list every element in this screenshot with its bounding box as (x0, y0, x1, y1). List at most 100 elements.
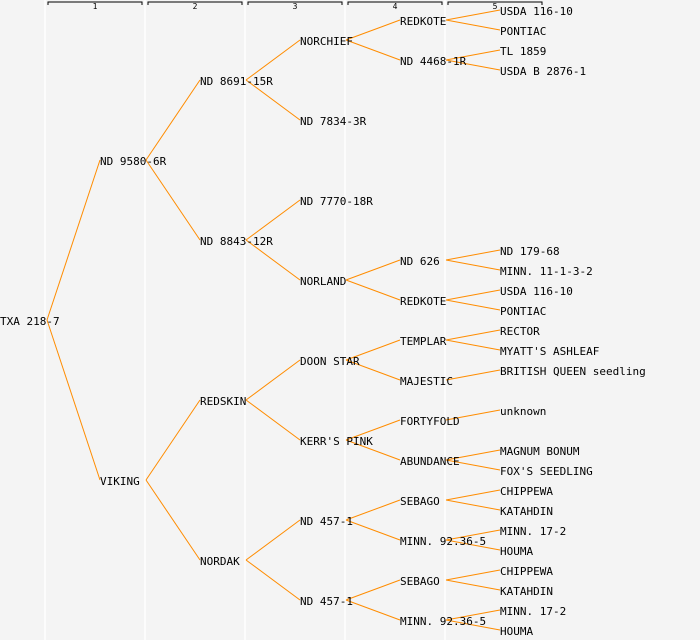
pedigree-link (445, 449, 501, 461)
pedigree-link (145, 479, 201, 561)
column-bracket (247, 1, 343, 5)
column-bracket (347, 1, 443, 5)
pedigree-node[interactable]: TL 1859 (500, 45, 546, 58)
pedigree-link (445, 489, 501, 501)
column-header: 1 (93, 2, 98, 11)
pedigree-node[interactable]: ND 7770-18R (300, 195, 373, 208)
pedigree-link (445, 569, 501, 581)
pedigree-link (445, 619, 501, 631)
pedigree-link (345, 419, 401, 441)
pedigree-node[interactable]: NORDAK (200, 555, 240, 568)
pedigree-link (445, 299, 501, 311)
pedigree-link (345, 279, 401, 301)
pedigree-node[interactable]: RECTOR (500, 325, 540, 338)
pedigree-node[interactable]: ABUNDANCE (400, 455, 460, 468)
pedigree-node[interactable]: BRITISH QUEEN seedling (500, 365, 646, 378)
pedigree-node[interactable]: ND 457-1 (300, 515, 353, 528)
pedigree-node[interactable]: ND 7834-3R (300, 115, 367, 128)
pedigree-node[interactable]: PONTIAC (500, 25, 546, 38)
pedigree-node[interactable]: USDA 116-10 (500, 285, 573, 298)
pedigree-link (345, 599, 401, 621)
pedigree-link (445, 329, 501, 341)
pedigree-node[interactable]: SEBAGO (400, 575, 440, 588)
pedigree-node[interactable]: NORLAND (300, 275, 346, 288)
column-bracket (447, 1, 543, 5)
pedigree-node[interactable]: VIKING (100, 475, 140, 488)
pedigree-node[interactable]: DOON STAR (300, 355, 360, 368)
pedigree-node[interactable]: PONTIAC (500, 305, 546, 318)
pedigree-node[interactable]: ND 4468-1R (400, 55, 467, 68)
pedigree-link (145, 79, 201, 161)
pedigree-links (46, 9, 501, 631)
pedigree-link (445, 339, 501, 351)
pedigree-link (445, 609, 501, 621)
pedigree-node[interactable]: REDKOTE (400, 295, 446, 308)
pedigree-node[interactable]: MAGNUM BONUM (500, 445, 580, 458)
pedigree-link (445, 369, 501, 381)
pedigree-link (445, 539, 501, 551)
pedigree-link (345, 579, 401, 601)
pedigree-node[interactable]: HOUMA (500, 545, 533, 558)
pedigree-node[interactable]: NORCHIEF (300, 35, 353, 48)
pedigree-link (245, 559, 301, 601)
pedigree-node[interactable]: USDA B 2876-1 (500, 65, 586, 78)
pedigree-node[interactable]: ND 8843-12R (200, 235, 273, 248)
pedigree-node[interactable]: CHIPPEWA (500, 565, 553, 578)
pedigree-node[interactable]: REDKOTE (400, 15, 446, 28)
pedigree-node[interactable]: USDA 116-10 (500, 5, 573, 18)
pedigree-link (445, 249, 501, 261)
pedigree-link (345, 39, 401, 61)
pedigree-link (445, 49, 501, 61)
column-header: 4 (393, 2, 398, 11)
pedigree-link (245, 399, 301, 441)
pedigree-link (345, 499, 401, 521)
pedigree-link (445, 529, 501, 541)
pedigree-node[interactable]: MINN. 17-2 (500, 605, 566, 618)
pedigree-link (245, 79, 301, 121)
pedigree-link (445, 579, 501, 591)
pedigree-link (445, 259, 501, 271)
pedigree-node[interactable]: MINN. 92.36-5 (400, 535, 486, 548)
pedigree-link (46, 159, 101, 321)
pedigree-link (445, 409, 501, 421)
pedigree-node[interactable]: ND 8691-15R (200, 75, 273, 88)
pedigree-link (445, 59, 501, 71)
pedigree-node[interactable]: ND 179-68 (500, 245, 560, 258)
pedigree-node[interactable]: KATAHDIN (500, 585, 553, 598)
pedigree-node[interactable]: SEBAGO (400, 495, 440, 508)
pedigree-node[interactable]: TXA 218-7 (0, 315, 60, 328)
pedigree-node[interactable]: ND 457-1 (300, 595, 353, 608)
pedigree-nodes: TXA 218-7 ND 9580-6R ND 8691-15R NORCHIEF RE… (0, 5, 646, 638)
pedigree-node[interactable]: MYATT'S ASHLEAF (500, 345, 599, 358)
column-bracket (47, 1, 143, 5)
pedigree-link (345, 439, 401, 461)
column-header: 5 (493, 2, 498, 11)
pedigree-node[interactable]: HOUMA (500, 625, 533, 638)
pedigree-node[interactable]: MINN. 92.36-5 (400, 615, 486, 628)
pedigree-link (245, 359, 301, 401)
pedigree-node[interactable]: ND 626 (400, 255, 440, 268)
pedigree-node[interactable]: MINN. 11-1-3-2 (500, 265, 593, 278)
pedigree-node[interactable]: FORTYFOLD (400, 415, 460, 428)
pedigree-link (245, 519, 301, 561)
pedigree-node[interactable]: KATAHDIN (500, 505, 553, 518)
pedigree-node[interactable]: ND 9580-6R (100, 155, 167, 168)
pedigree-link (145, 159, 201, 241)
column-grid (44, 0, 446, 640)
pedigree-node[interactable]: KERR'S PINK (300, 435, 373, 448)
pedigree-node[interactable]: FOX'S SEEDLING (500, 465, 593, 478)
pedigree-node[interactable]: MAJESTIC (400, 375, 453, 388)
pedigree-link (46, 319, 101, 481)
pedigree-link (445, 19, 501, 31)
pedigree-node[interactable]: CHIPPEWA (500, 485, 553, 498)
pedigree-node[interactable]: TEMPLAR (400, 335, 447, 348)
pedigree-link (345, 519, 401, 541)
pedigree-link (245, 199, 301, 241)
pedigree-link (445, 289, 501, 301)
pedigree-node[interactable]: unknown (500, 405, 546, 418)
pedigree-link (145, 399, 201, 481)
pedigree-node[interactable]: REDSKIN (200, 395, 246, 408)
pedigree-node[interactable]: MINN. 17-2 (500, 525, 566, 538)
pedigree-link (245, 39, 301, 81)
